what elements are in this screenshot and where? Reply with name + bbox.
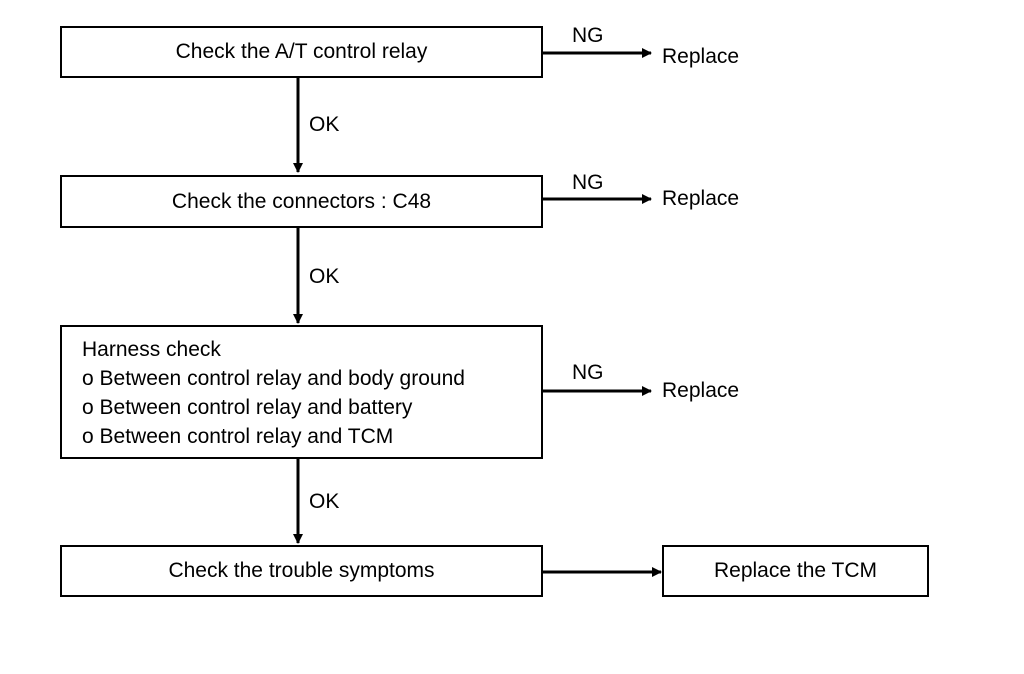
step-box-trouble-symptoms: Check the trouble symptoms	[60, 545, 543, 597]
ng-label: NG	[572, 24, 604, 47]
step-text: Check the trouble symptoms	[168, 559, 435, 583]
ok-label: OK	[309, 265, 340, 288]
replace-label: Replace	[662, 187, 740, 210]
final-box-replace-tcm: Replace the TCM	[662, 545, 929, 597]
ok-label: OK	[309, 490, 340, 513]
step-box-check-relay: Check the A/T control relay	[60, 26, 543, 78]
ng-label: NG	[572, 171, 604, 194]
ng-label: NG	[572, 361, 604, 384]
replace-label: Replace	[662, 379, 740, 402]
final-text: Replace the TCM	[713, 559, 878, 583]
harness-check-item: o Between control relay and body ground	[82, 367, 465, 390]
step-box-harness-check: Harness check o Between control relay an…	[60, 325, 543, 459]
harness-check-title: Harness check	[82, 338, 221, 361]
step-box-check-connectors: Check the connectors : C48	[60, 175, 543, 228]
harness-check-item: o Between control relay and battery	[82, 396, 413, 419]
step-text: Check the A/T control relay	[175, 40, 428, 64]
step-text: Check the connectors : C48	[171, 189, 432, 213]
ok-label: OK	[309, 113, 340, 136]
replace-label: Replace	[662, 45, 740, 68]
harness-check-item: o Between control relay and TCM	[82, 425, 394, 448]
